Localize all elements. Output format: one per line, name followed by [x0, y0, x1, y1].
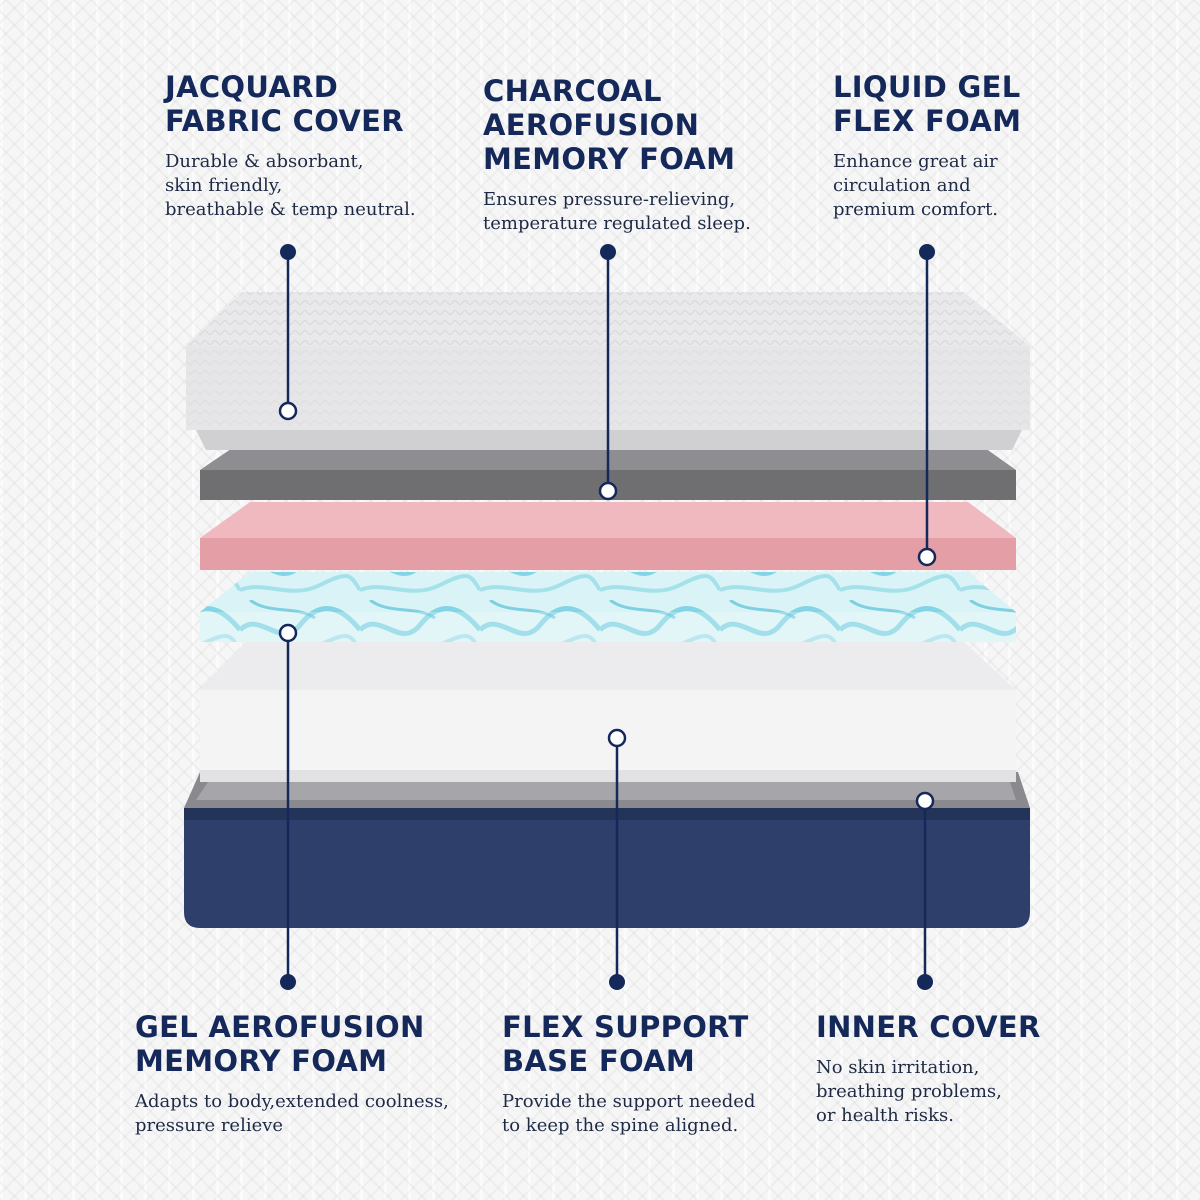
layer-markers: [278, 401, 937, 811]
marker-flex-support: [607, 728, 627, 748]
marker-liquid-gel: [917, 547, 937, 567]
callout-description: Ensures pressure-relieving, temperature …: [483, 189, 751, 234]
inner-cover-layer: [184, 772, 1030, 928]
marker-charcoal: [598, 481, 618, 501]
pink-foam-side: [200, 538, 1016, 570]
gel-foam-top: [200, 572, 1016, 612]
callout-flex-support-base: FLEX SUPPORT BASE FOAM Provide the suppo…: [502, 1010, 792, 1138]
callout-title: JACQUARD FABRIC COVER: [165, 70, 404, 138]
dot-flex-support: [609, 974, 625, 990]
dot-gel-aerofusion: [280, 974, 296, 990]
callout-charcoal-aerofusion: CHARCOAL AEROFUSION MEMORY FOAM Ensures …: [483, 74, 813, 236]
dot-charcoal: [600, 244, 616, 260]
callout-title: GEL AEROFUSION MEMORY FOAM: [135, 1010, 425, 1078]
liquid-gel-flex-layer: [200, 502, 1016, 570]
callout-title: CHARCOAL AEROFUSION MEMORY FOAM: [483, 74, 736, 176]
dot-liquid-gel: [919, 244, 935, 260]
base-foam-top: [200, 642, 1016, 690]
dot-jacquard: [280, 244, 296, 260]
callout-gel-aerofusion: GEL AEROFUSION MEMORY FOAM Adapts to bod…: [135, 1010, 485, 1138]
marker-gel-aerofusion: [278, 623, 298, 643]
leader-lines: [286, 252, 929, 982]
marker-jacquard: [278, 401, 298, 421]
pink-foam-top: [200, 502, 1016, 538]
callout-title: LIQUID GEL FLEX FOAM: [833, 70, 1022, 138]
marker-inner-cover: [915, 791, 935, 811]
inner-cover-side: [184, 808, 1030, 928]
label-dots: [280, 244, 935, 990]
flex-support-base-layer: [200, 642, 1016, 782]
callout-description: Provide the support needed to keep the s…: [502, 1091, 756, 1136]
callout-liquid-gel-flex-foam: LIQUID GEL FLEX FOAM Enhance great air c…: [833, 70, 1113, 222]
callout-title: FLEX SUPPORT BASE FOAM: [502, 1010, 749, 1078]
base-foam-bottom-edge: [200, 770, 1016, 782]
inner-cover-rim: [184, 808, 1030, 820]
callout-title: INNER COVER: [816, 1010, 1041, 1044]
callout-description: Adapts to body,extended coolness, pressu…: [135, 1091, 449, 1136]
callout-description: Durable & absorbant, skin friendly, brea…: [165, 151, 416, 220]
callout-description: No skin irritation, breathing problems, …: [816, 1057, 1002, 1126]
callout-jacquard-fabric-cover: JACQUARD FABRIC COVER Durable & absorban…: [165, 70, 465, 222]
gel-aerofusion-layer: [200, 572, 1016, 642]
gel-foam-side: [200, 612, 1016, 642]
gel-foam-side-sheen: [200, 612, 1016, 642]
callout-inner-cover: INNER COVER No skin irritation, breathin…: [816, 1010, 1096, 1128]
callout-description: Enhance great air circulation and premiu…: [833, 151, 999, 220]
dot-inner-cover: [917, 974, 933, 990]
